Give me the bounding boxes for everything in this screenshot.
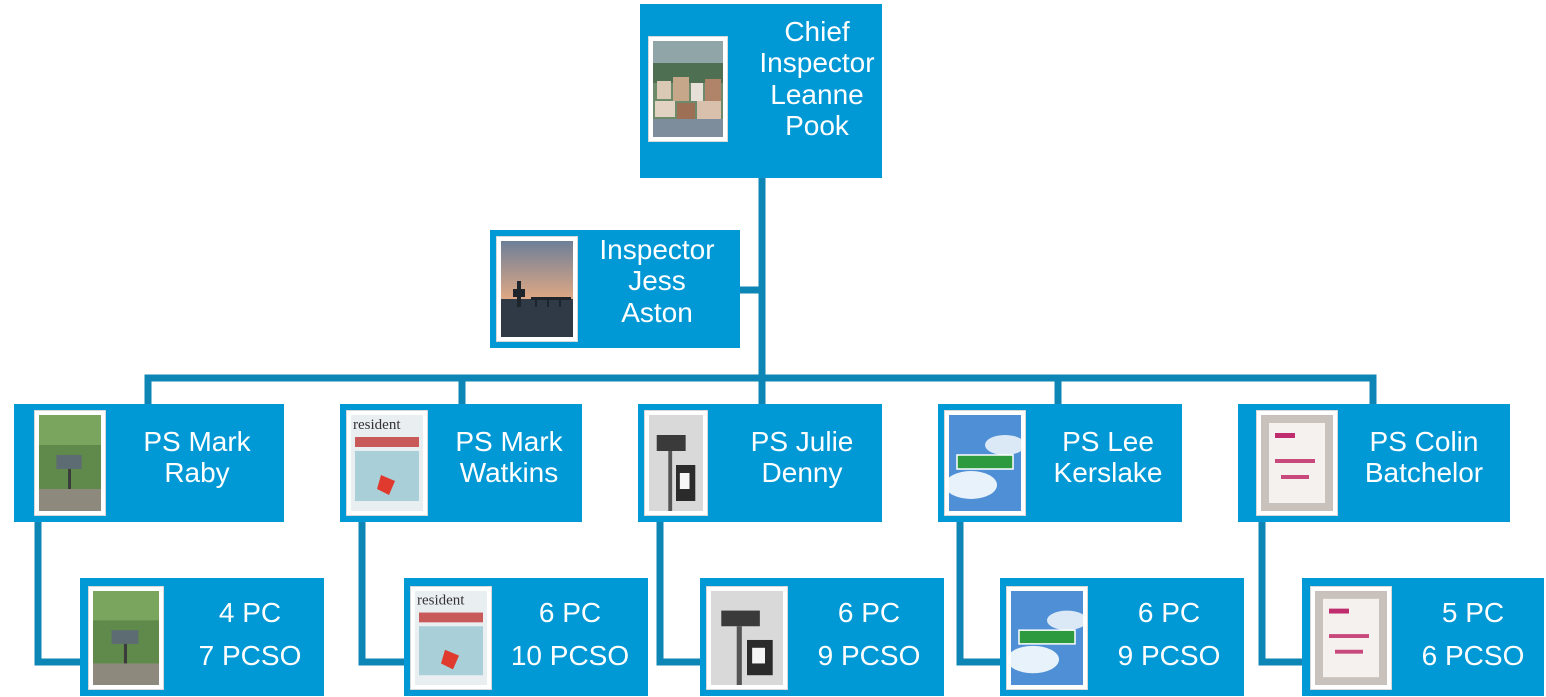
chief-inspector-box: Chief Inspector Leanne Pook — [640, 4, 882, 178]
inspector-box: Inspector Jess Aston — [490, 230, 740, 348]
street-sign-photo-icon — [644, 410, 708, 516]
sergeant-name-line-1: PS Julie — [750, 426, 854, 457]
team-box: 4 PC 7 PCSO — [80, 578, 324, 696]
handwritten-sign-photo-icon — [1310, 586, 1392, 690]
street-sign-photo-icon — [706, 586, 788, 690]
sunset-pier-photo-icon — [496, 236, 578, 342]
sergeant-name-line-2: Watkins — [459, 457, 559, 489]
sergeant-name-line-2: Kerslake — [1053, 457, 1163, 489]
sergeant-box: PS Lee Kerslake — [938, 404, 1182, 522]
team-box: resident 6 PC 10 PCSO — [404, 578, 648, 696]
sergeant-name-line-2: Raby — [164, 457, 230, 489]
sergeant-name-line-2: Batchelor — [1364, 457, 1484, 489]
magazine-masthead: resident — [417, 593, 465, 609]
team-pc-count: 6 PC — [1137, 597, 1201, 628]
handwritten-sign-photo-icon — [1256, 410, 1338, 516]
village-sign-photo-icon — [34, 410, 106, 516]
green-road-sign-photo-icon — [1006, 586, 1088, 690]
green-road-sign-photo-icon — [944, 410, 1026, 516]
chief-name-line-2: Inspector — [759, 47, 875, 79]
team-box: 6 PC 9 PCSO — [1000, 578, 1244, 696]
sergeant-box: PS Mark Raby — [14, 404, 284, 522]
sergeant-name-line-1: PS Mark — [143, 426, 251, 457]
inspector-name-line-1: Inspector — [599, 234, 715, 265]
sergeant-box: PS Colin Batchelor — [1238, 404, 1510, 522]
resident-magazine-photo-icon: resident — [346, 410, 428, 516]
team-elbow-3 — [656, 518, 704, 666]
sergeant-name-line-1: PS Colin — [1369, 426, 1479, 457]
team-pcso-count: 6 PCSO — [1421, 639, 1525, 671]
sergeant-box: resident PS Mark Watkins — [340, 404, 582, 522]
team-pcso-count: 9 PCSO — [1117, 639, 1221, 671]
village-sign-photo-icon — [88, 586, 164, 690]
inspector-name-line-2: Jess — [628, 265, 686, 297]
team-pc-count: 6 PC — [837, 597, 901, 628]
chief-name-line-4: Pook — [785, 110, 849, 142]
team-box: 5 PC 6 PCSO — [1302, 578, 1544, 696]
team-elbow-1 — [34, 518, 84, 666]
team-pc-count: 5 PC — [1441, 597, 1505, 628]
team-box: 6 PC 9 PCSO — [700, 578, 944, 696]
resident-magazine-photo-icon: resident — [410, 586, 492, 690]
sergeant-name-line-1: PS Mark — [455, 426, 563, 457]
chief-name-line-3: Leanne — [770, 78, 864, 110]
team-pc-count: 4 PC — [218, 597, 282, 628]
team-pcso-count: 10 PCSO — [510, 639, 630, 671]
inspector-name-line-3: Aston — [621, 296, 693, 328]
town-photo-icon — [648, 36, 728, 142]
team-pcso-count: 9 PCSO — [817, 639, 921, 671]
magazine-masthead: resident — [353, 417, 401, 433]
chief-name-line-1: Chief — [784, 16, 850, 47]
team-elbow-2 — [358, 518, 408, 666]
sergeant-box: PS Julie Denny — [638, 404, 882, 522]
sergeant-name-line-2: Denny — [761, 457, 843, 489]
sergeant-name-line-1: PS Lee — [1062, 426, 1154, 457]
team-elbow-5 — [1258, 518, 1306, 666]
team-pcso-count: 7 PCSO — [198, 639, 302, 671]
team-elbow-4 — [956, 518, 1004, 666]
team-pc-count: 6 PC — [538, 597, 602, 628]
